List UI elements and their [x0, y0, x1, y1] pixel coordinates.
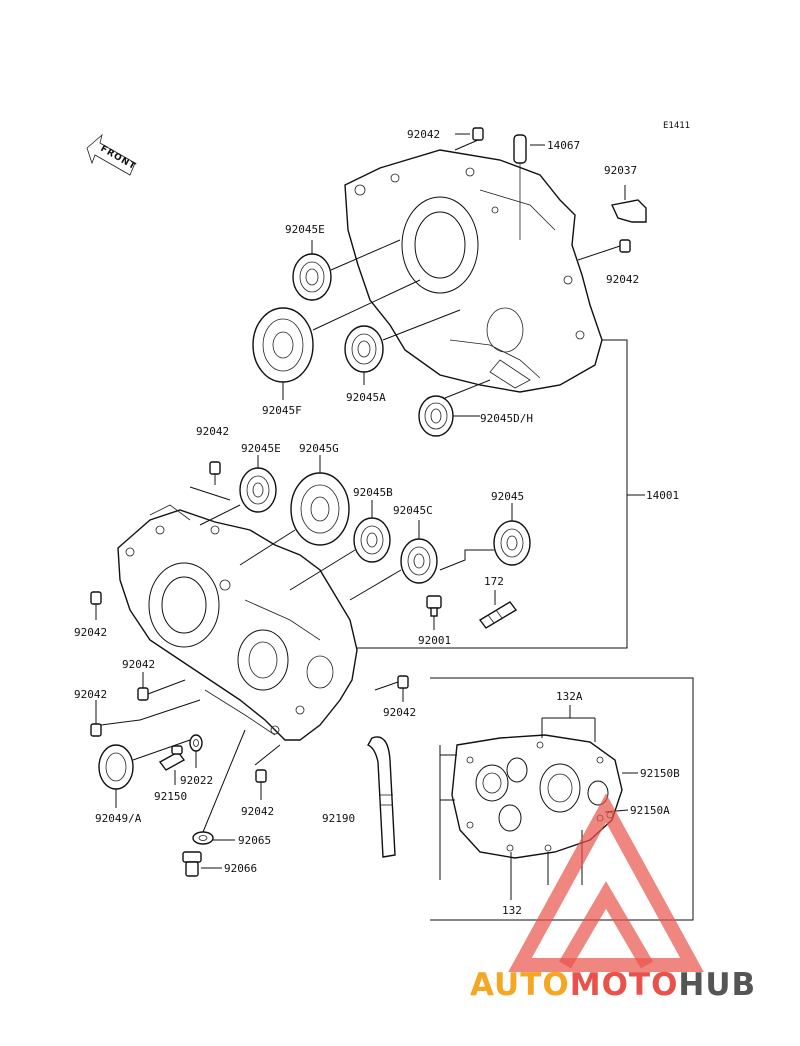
pin-92042-top: [472, 127, 484, 141]
label-92045f: 92045F: [262, 404, 302, 417]
label-92042-left-4: 92042: [74, 688, 107, 701]
lower-crankcase-half: [117, 504, 358, 741]
bearing-92045dh: [418, 395, 454, 437]
label-92045dh: 92045D/H: [480, 412, 533, 425]
upper-crankcase-half: [344, 149, 603, 393]
label-92066: 92066: [224, 862, 257, 875]
pin-92042-bottom: [255, 769, 267, 783]
inset-crankcase: [451, 734, 623, 859]
label-172: 172: [484, 575, 504, 588]
label-92045c: 92045C: [393, 504, 433, 517]
stud-172: [478, 601, 518, 629]
inset-box: [430, 677, 694, 921]
bolt-92150: [158, 745, 186, 771]
plug-92066: [182, 851, 202, 877]
bearing-92045c: [400, 538, 438, 584]
bearing-92045g: [290, 472, 350, 546]
pin-92042-left-3: [137, 687, 149, 701]
label-92042-top: 92042: [407, 128, 440, 141]
logo-text: AUTOMOTOHUB: [470, 967, 756, 1003]
label-132: 132: [502, 904, 522, 917]
bearing-92045a: [344, 325, 384, 373]
label-92045g: 92045G: [299, 442, 339, 455]
bolt-92001: [426, 595, 442, 617]
pipe-14067: [513, 134, 527, 164]
pin-92042-mid: [397, 675, 409, 689]
label-92045e-top: 92045E: [285, 223, 325, 236]
label-92042-mid: 92042: [383, 706, 416, 719]
label-92022: 92022: [180, 774, 213, 787]
bearing-92045e-top: [292, 253, 332, 301]
pin-92042-left-2: [90, 591, 102, 605]
label-92150a: 92150A: [630, 804, 670, 817]
seal-92049a: [98, 744, 134, 790]
gasket-92065: [192, 831, 214, 845]
label-92045b: 92045B: [353, 486, 393, 499]
label-92042-left-3: 92042: [122, 658, 155, 671]
diagram-code: E1411: [663, 121, 690, 131]
label-92045e-bottom: 92045E: [241, 442, 281, 455]
label-92042-right: 92042: [606, 273, 639, 286]
label-92150b: 92150B: [640, 767, 680, 780]
washer-92022: [189, 734, 203, 752]
label-14067: 14067: [547, 139, 580, 152]
label-132a: 132A: [556, 690, 583, 703]
pin-92042-left-4: [90, 723, 102, 737]
front-arrow-icon: FRONT: [86, 133, 138, 176]
label-92042-left-2: 92042: [74, 626, 107, 639]
label-92065: 92065: [238, 834, 271, 847]
label-92190: 92190: [322, 812, 355, 825]
pin-92042-left-1: [209, 461, 221, 475]
label-92042-left-1: 92042: [196, 425, 229, 438]
clamp-92037: [610, 199, 647, 223]
label-92037: 92037: [604, 164, 637, 177]
pin-92042-right: [619, 239, 631, 253]
bracket-14001: [355, 339, 628, 649]
automotohub-logo: AUTOMOTOHUB: [470, 793, 756, 1003]
label-14001: 14001: [646, 489, 679, 502]
logo-text-auto: AUTO: [470, 967, 570, 1003]
label-92042-bottom: 92042: [241, 805, 274, 818]
bearing-92045: [493, 520, 531, 566]
hose-92190: [367, 736, 396, 858]
label-92045: 92045: [491, 490, 524, 503]
logo-text-hub: HUB: [678, 967, 756, 1003]
label-92150: 92150: [154, 790, 187, 803]
bearing-92045f: [252, 307, 314, 383]
label-92045a: 92045A: [346, 391, 386, 404]
logo-text-moto: MOTO: [570, 967, 679, 1003]
label-92001: 92001: [418, 634, 451, 647]
label-92049a: 92049/A: [95, 812, 142, 825]
bearing-92045e-bottom: [239, 467, 277, 513]
bearing-92045b: [353, 517, 391, 563]
